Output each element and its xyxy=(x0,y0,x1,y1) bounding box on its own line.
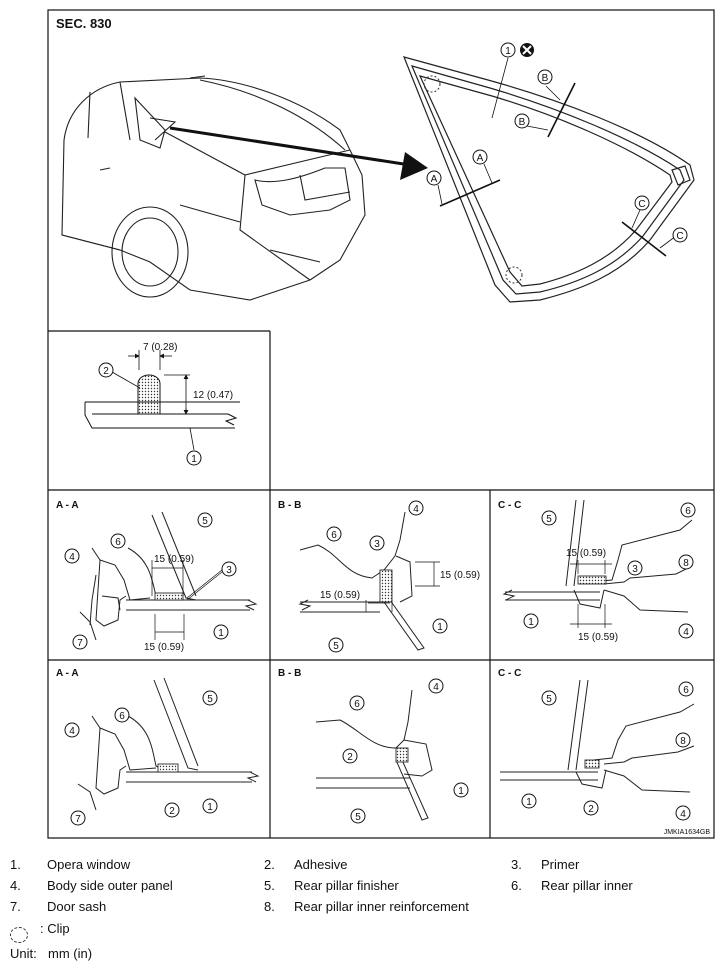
svg-text:1: 1 xyxy=(437,622,443,633)
pointer-arrow xyxy=(169,126,428,180)
frame xyxy=(47,9,715,839)
svg-text:4: 4 xyxy=(433,682,439,693)
svg-text:1: 1 xyxy=(458,786,464,797)
clip-marker-top xyxy=(423,75,441,93)
unit-label: Unit: xyxy=(10,946,37,961)
section-cc-top xyxy=(502,499,693,613)
svg-text:1: 1 xyxy=(218,628,224,639)
cc-top-dim-upper: 15 (0.59) xyxy=(566,548,606,559)
svg-text:A: A xyxy=(431,174,438,185)
svg-text:5: 5 xyxy=(202,516,208,527)
svg-text:4: 4 xyxy=(683,627,689,638)
bb-top-callouts: 6 3 4 1 5 xyxy=(326,500,448,653)
svg-text:6: 6 xyxy=(331,530,337,541)
svg-text:2: 2 xyxy=(169,806,175,817)
svg-text:A: A xyxy=(477,153,484,164)
car-illustration xyxy=(61,75,366,301)
svg-text:C - C: C - C xyxy=(498,500,521,511)
svg-text:3: 3 xyxy=(374,539,380,550)
view-headers: A - A B - B C - C A - A B - B C - C xyxy=(56,500,521,679)
svg-text:5: 5 xyxy=(355,812,361,823)
section-label: SEC. 830 xyxy=(56,16,112,31)
svg-text:5: 5 xyxy=(207,694,213,705)
cc-bottom-callouts: 5 6 8 1 2 4 xyxy=(521,681,694,821)
svg-text:6: 6 xyxy=(354,699,360,710)
bead-height-dim: 12 (0.47) xyxy=(193,390,233,401)
adhesive-aa-top xyxy=(154,592,184,601)
svg-text:C - C: C - C xyxy=(498,668,521,679)
svg-text:A - A: A - A xyxy=(56,668,79,679)
cc-top-dim-lower: 15 (0.59) xyxy=(578,632,618,643)
svg-text:4: 4 xyxy=(413,504,419,515)
svg-text:6: 6 xyxy=(119,711,125,722)
svg-text:2: 2 xyxy=(588,804,594,815)
section-lines xyxy=(439,82,667,257)
svg-text:4: 4 xyxy=(69,552,75,563)
aa-top-callouts: 4 6 5 3 1 7 xyxy=(64,512,237,650)
svg-text:7: 7 xyxy=(75,814,81,825)
adhesive-bb-top xyxy=(379,569,393,603)
aa-top-dim-lower: 15 (0.59) xyxy=(144,642,184,653)
svg-text:6: 6 xyxy=(685,506,691,517)
svg-text:6: 6 xyxy=(683,685,689,696)
clip-marker-bottom xyxy=(505,266,523,284)
svg-text:B: B xyxy=(542,73,549,84)
svg-text:A - A: A - A xyxy=(56,500,79,511)
svg-text:2: 2 xyxy=(103,366,109,377)
svg-text:6: 6 xyxy=(115,537,121,548)
svg-text:1: 1 xyxy=(528,617,534,628)
section-cc-bottom xyxy=(500,679,695,793)
svg-text:3: 3 xyxy=(632,564,638,575)
bb-top-dim-right: 15 (0.59) xyxy=(440,570,480,581)
svg-text:1: 1 xyxy=(505,46,511,57)
service-diagram: SEC. 830 xyxy=(47,9,715,839)
svg-text:B - B: B - B xyxy=(278,500,301,511)
svg-text:1: 1 xyxy=(191,454,197,465)
svg-text:7: 7 xyxy=(77,638,83,649)
section-bb-bottom xyxy=(315,689,433,821)
figure-id: JMKIA1634GB xyxy=(664,829,711,836)
svg-text:8: 8 xyxy=(683,558,689,569)
adhesive-bb-bottom xyxy=(395,747,409,763)
clip-legend: : Clip xyxy=(40,921,70,936)
section-aa-bottom xyxy=(77,677,260,811)
cc-top-dims xyxy=(570,560,612,628)
svg-text:5: 5 xyxy=(546,694,552,705)
section-bb-top xyxy=(298,511,425,651)
bb-top-dim-left: 15 (0.59) xyxy=(320,590,360,601)
bead-width-dim: 7 (0.28) xyxy=(143,342,177,353)
adhesive-cc-top xyxy=(577,575,607,585)
unit-value: mm (in) xyxy=(48,946,93,961)
svg-text:4: 4 xyxy=(680,809,686,820)
bead-detail xyxy=(84,350,240,451)
aa-top-dims xyxy=(151,560,223,640)
cc-top-callouts: 5 6 3 8 1 4 xyxy=(523,502,696,639)
svg-text:C: C xyxy=(638,199,645,210)
bead-callouts: 2 1 xyxy=(98,362,202,466)
bb-top-dims xyxy=(365,561,440,612)
svg-text:1: 1 xyxy=(526,797,532,808)
svg-text:C: C xyxy=(676,231,683,242)
svg-text:8: 8 xyxy=(680,736,686,747)
svg-text:4: 4 xyxy=(69,726,75,737)
aa-top-dim-upper: 15 (0.59) xyxy=(154,554,194,565)
svg-text:B - B: B - B xyxy=(278,668,301,679)
svg-text:5: 5 xyxy=(333,641,339,652)
adhesive-aa-bottom xyxy=(157,763,179,773)
bb-bottom-callouts: 6 4 2 1 5 xyxy=(342,678,469,824)
svg-text:B: B xyxy=(519,117,526,128)
svg-text:1: 1 xyxy=(207,802,213,813)
aa-bottom-callouts: 4 6 5 2 1 7 xyxy=(64,690,218,826)
clip-symbol-icon xyxy=(10,927,28,943)
adhesive-cc-bottom xyxy=(584,759,600,769)
opera-window-outline xyxy=(402,56,695,303)
svg-text:5: 5 xyxy=(546,514,552,525)
svg-text:2: 2 xyxy=(347,752,353,763)
section-aa-top xyxy=(79,511,258,641)
svg-text:3: 3 xyxy=(226,565,232,576)
window-callouts: 1 A A B B C C xyxy=(426,42,688,243)
